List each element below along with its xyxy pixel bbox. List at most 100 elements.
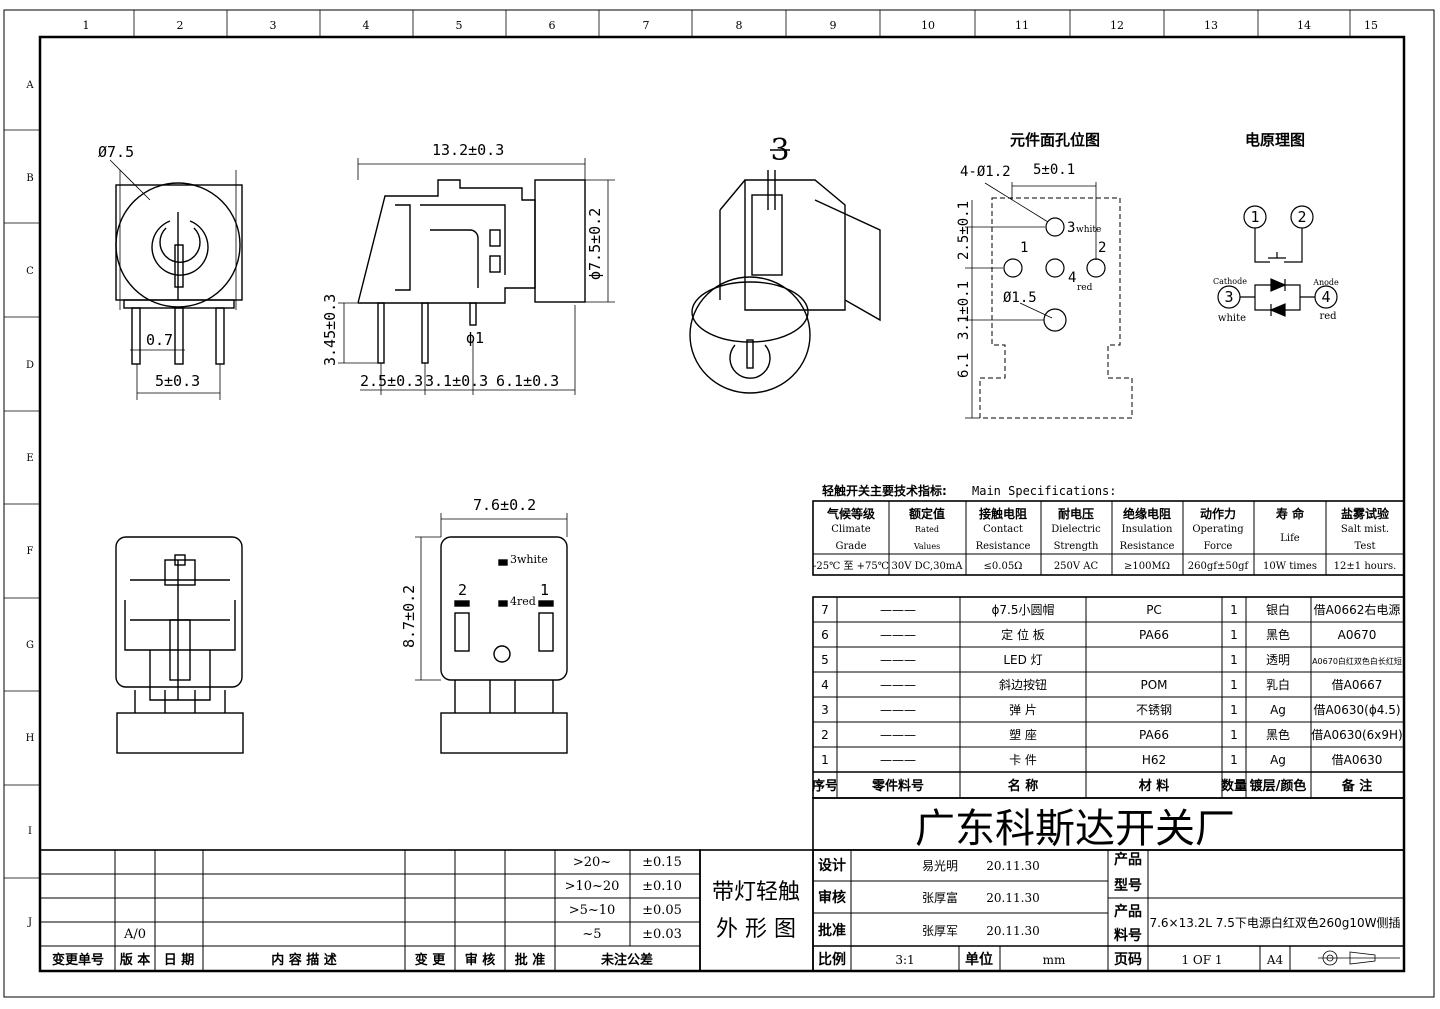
col-label: 10 [921,19,935,32]
hole-pitch-label: 5±0.1 [1033,162,1075,178]
isometric-view [689,149,881,394]
bom-cell-qty: 1 [1230,678,1238,692]
bom-header-note: 备 注 [1341,778,1373,794]
bom-cell-name: LED 灯 [1003,653,1042,667]
design-name: 易光明 [922,859,958,873]
spec-cn: 绝缘电阻 [1123,506,1171,521]
bom-cell-qty: 1 [1230,603,1238,617]
col-label: 7 [643,19,650,32]
bom-header-finish: 镀层/颜色 [1250,778,1307,794]
bottom-view [415,513,568,754]
col-label: 2 [177,19,184,32]
col-label: 13 [1204,19,1218,32]
scale-value: 3:1 [895,953,914,967]
specs-heading-en: Main Specifications: [972,484,1117,498]
bom-header-part: 零件料号 [871,778,924,794]
bom-cell-qty: 1 [1230,628,1238,642]
drawing-title-box [699,849,814,972]
revision-table [39,849,701,972]
bom-cell-mat: H62 [1142,753,1166,767]
bom-cell-name: 定 位 板 [1001,627,1045,642]
cathode-label: Cathode [1213,277,1247,286]
front-view [109,159,243,400]
spec-en2: Resistance [1120,541,1175,552]
schematic [1217,205,1338,317]
tol-range: >5~10 [569,903,616,918]
check-label: 审核 [818,889,846,906]
iso-view-label: 3 [770,133,789,168]
size-value: A4 [1266,953,1284,967]
version-value: A/0 [123,927,146,942]
row-ruler [4,129,40,879]
pin-gap-label: 0.7 [146,331,173,349]
spec-en2: Force [1204,541,1233,552]
tol-range: >10~20 [565,879,620,894]
bom-cell-mat: POM [1140,678,1167,692]
white-label: white [1218,313,1246,324]
product-code-label-1: 产品 [1114,903,1142,920]
col-label: 12 [1110,19,1124,32]
row-label: G [26,640,34,651]
bom-cell-no: 1 [821,753,829,767]
bom-cell-no: 6 [821,628,829,642]
bom-cell-qty: 1 [1230,703,1238,717]
approve-date: 20.11.30 [986,924,1039,938]
col-label: 8 [736,19,743,32]
spec-en: Rated [915,525,939,534]
bom-cell-finish: 黑色 [1266,628,1290,642]
diameter-label: Ø7.5 [98,143,134,161]
pin-dia-label: ϕ1 [466,329,484,347]
check-date: 20.11.30 [986,891,1039,905]
pin-length-label: 3.45±0.3 [321,294,339,366]
col-label: 11 [1015,19,1029,32]
holes-label: 4-Ø1.2 [960,164,1011,180]
d1-label: 2.5±0.3 [360,372,423,390]
spec-cn: 动作力 [1200,506,1236,521]
bom-cell-note: A0670白红双色白长红短 [1312,656,1402,666]
row-label: F [27,546,34,557]
spec-en: Contact [983,524,1023,535]
bottom-width-label: 7.6±0.2 [473,496,536,514]
pin1-label: 1 [540,581,549,599]
col-label: 6 [549,19,556,32]
bom-cell-no: 7 [821,603,829,617]
spec-en: Life [1280,533,1300,544]
specs-heading-cn: 轻触开关主要技术指标: [822,483,947,498]
bom-cell-note: 借A0630 [1332,753,1383,767]
check-name: 张厚富 [922,890,958,905]
schematic-title: 电原理图 [1245,131,1305,149]
bom-header-material: 材 料 [1139,778,1170,794]
rear-view [115,536,244,754]
hole3-label: 3 [1067,220,1075,236]
spec-en: Salt mist. [1341,524,1389,535]
spec-en: Climate [831,524,871,535]
rev-header: 日 期 [164,953,195,968]
bom-cell-finish: Ag [1270,703,1286,717]
product-model-label-1: 产品 [1114,851,1142,868]
bom-cell-finish: 透明 [1266,653,1290,667]
design-label: 设计 [818,857,846,874]
row-label: J [27,917,32,928]
column-ruler [133,10,1351,37]
title-block [812,849,1405,972]
product-code-label-2: 料号 [1114,927,1142,944]
schematic-pin4: 4 [1321,288,1330,306]
rev-header: 版 本 [120,952,151,968]
page-value: 1 OF 1 [1181,953,1222,967]
tol-value: ±0.03 [642,927,682,942]
bom-cell-qty: 1 [1230,753,1238,767]
spec-en: Dielectric [1051,524,1101,535]
spec-en: Operating [1192,524,1244,535]
hole1-label: 1 [1020,240,1028,256]
bom-cell-mat: PC [1146,603,1162,617]
rev-header: 批 准 [515,952,546,968]
bom-cell-part: ——— [880,653,916,667]
row-label: H [26,733,35,744]
spec-en2: Strength [1054,541,1099,552]
tol-range: ~5 [582,927,601,942]
bom-cell-qty: 1 [1230,653,1238,667]
row-label: D [26,360,34,371]
bom-cell-part: ——— [880,603,916,617]
spec-value: 10W times [1263,561,1317,572]
